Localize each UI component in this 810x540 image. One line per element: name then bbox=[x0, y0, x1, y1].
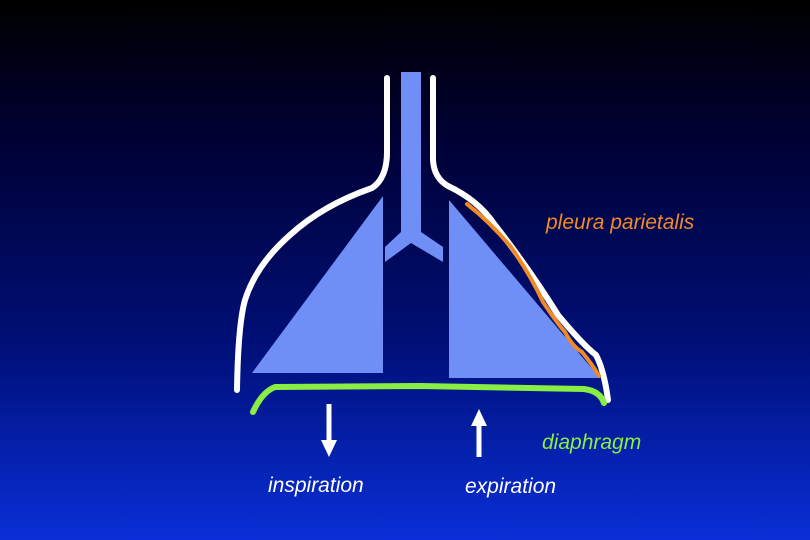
expiration-label: expiration bbox=[465, 475, 557, 498]
inspiration-arrow bbox=[321, 404, 337, 457]
pleura-parietalis-line bbox=[465, 202, 601, 378]
diaphragm-label: diaphragm bbox=[542, 431, 642, 454]
left-lung bbox=[252, 196, 383, 373]
expiration-arrow bbox=[471, 409, 487, 457]
inspiration-label: inspiration bbox=[268, 474, 364, 497]
right-lung bbox=[449, 200, 600, 378]
trachea bbox=[385, 72, 443, 262]
pleura-parietalis-label: pleura parietalis bbox=[546, 211, 695, 234]
diaphragm-line bbox=[250, 383, 607, 415]
left-thoracic-wall bbox=[234, 75, 390, 393]
